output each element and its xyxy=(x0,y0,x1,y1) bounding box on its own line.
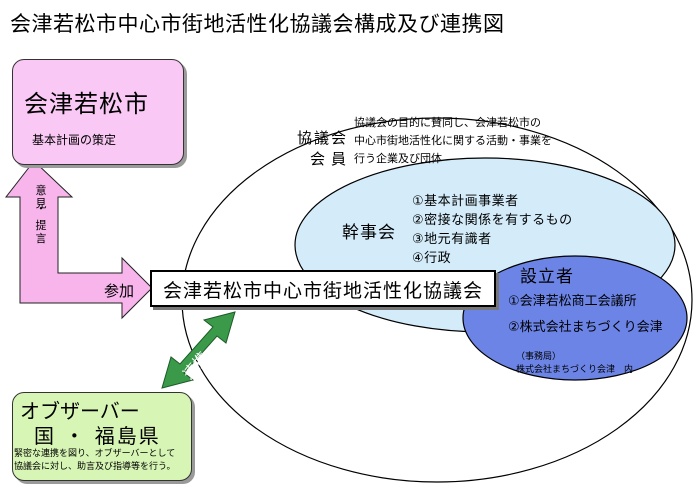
page-title: 会津若松市中心市街地活性化協議会構成及び連携図 xyxy=(10,12,505,36)
committee-item: ③地元有識者 xyxy=(412,232,492,247)
observer-box xyxy=(12,392,192,481)
members-title: 協議会 xyxy=(297,129,349,147)
members-title-line2: 会員 xyxy=(310,150,353,168)
founders-title: 設立者 xyxy=(520,267,574,287)
founder-item: ①会津若松商工会議所 xyxy=(508,294,637,309)
city-box xyxy=(12,59,184,165)
opinion-label: 意見 xyxy=(35,184,47,210)
members-description-line: 中心市街地活性化に関する活動・事業を xyxy=(354,134,552,147)
council-name: 会津若松市中心市街地活性化協議会 xyxy=(162,280,483,302)
founders-ellipse xyxy=(462,255,688,381)
members-description-line: 協議会の目的に賛同し、会津若松市の xyxy=(354,116,541,129)
proposal-label: 提言 xyxy=(35,219,47,245)
members-description-line: 行う企業及び団体 xyxy=(354,152,442,165)
city-name: 会津若松市 xyxy=(24,90,149,118)
opinion-separator: ・ xyxy=(35,202,47,215)
observer-label: オブザーバー xyxy=(20,399,140,423)
committee-item: ②密接な関係を有するもの xyxy=(412,213,573,228)
committee-item: ①基本計画事業者 xyxy=(412,194,519,209)
office-label: （事務局） xyxy=(516,352,562,362)
committee-item: ④行政 xyxy=(412,251,452,266)
observer-note-line: 協議会に対し、助言及び指導等を行う。 xyxy=(14,462,176,472)
observer-note-line: 緊密な連携を図り、オブザーバーとして xyxy=(14,449,176,459)
participation-label: 参加 xyxy=(104,282,135,300)
cooperation-arrow xyxy=(161,311,236,389)
council-banner xyxy=(150,270,496,307)
city-note: 基本計画の策定 xyxy=(32,133,117,147)
observer-members: 国 ・ 福島県 xyxy=(34,424,161,448)
founder-item: ②株式会社まちづくり会津 xyxy=(508,320,663,335)
committee-title: 幹事会 xyxy=(342,223,396,243)
office-name: 株式会社まちづくり会津 内 xyxy=(516,365,634,375)
